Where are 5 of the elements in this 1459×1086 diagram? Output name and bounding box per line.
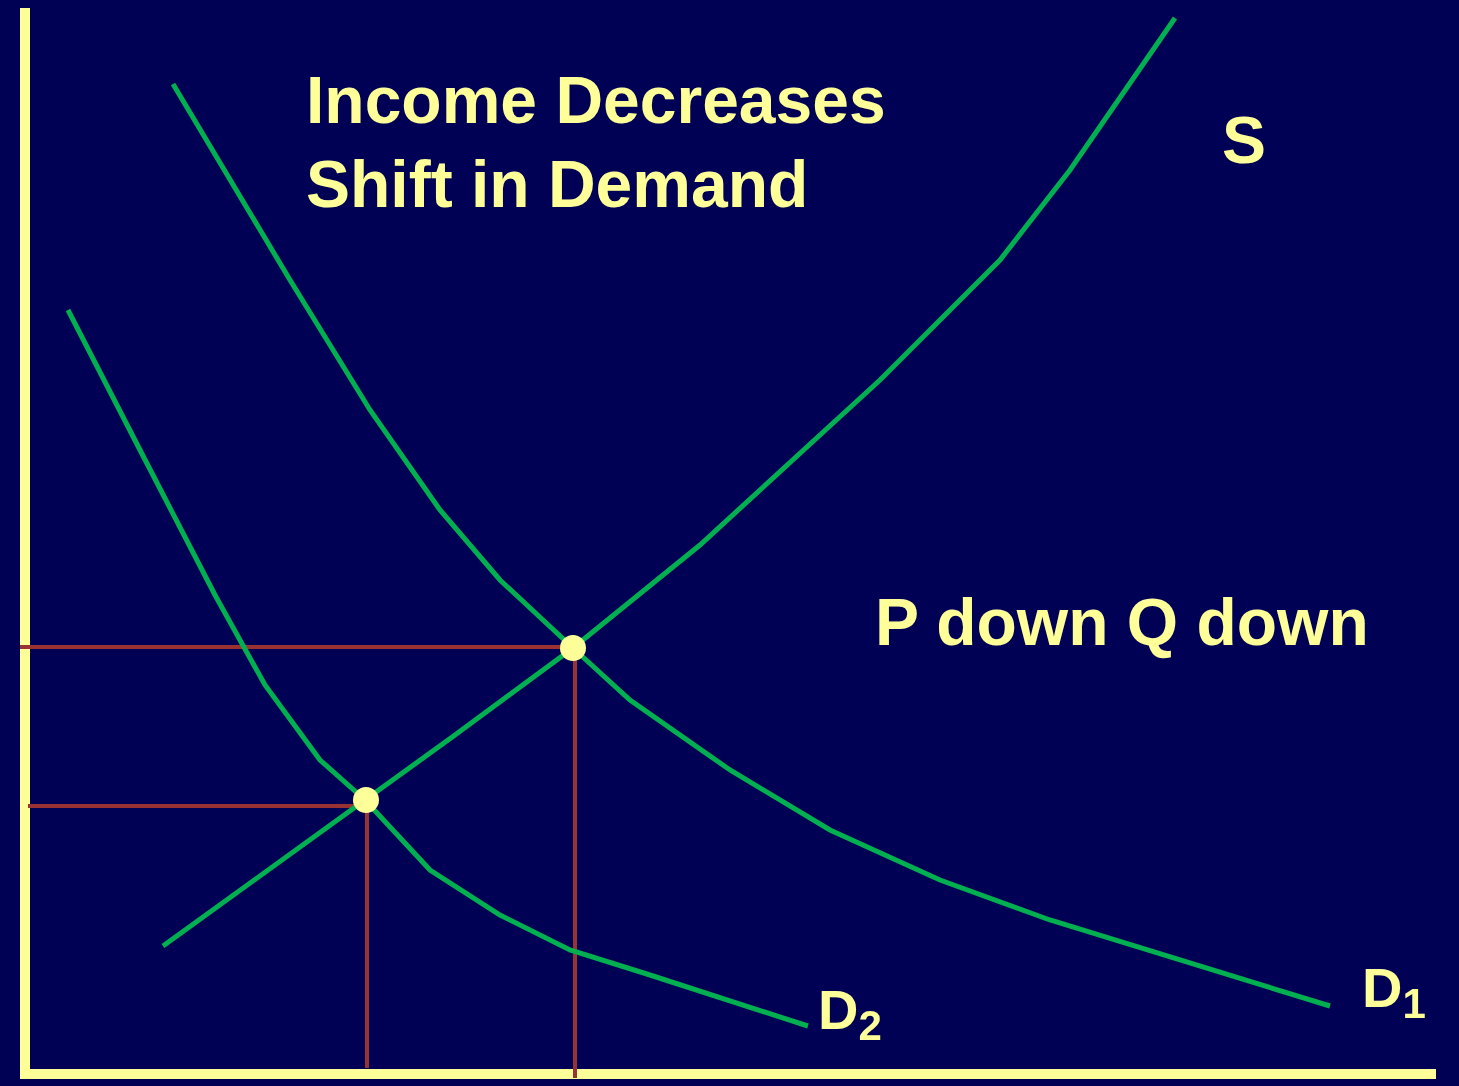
demand-label: D$_{1}$ <box>1361 955 1426 1028</box>
demand-label: D$_{2}$ <box>818 977 882 1050</box>
title: Income Decreases Shift in Demand <box>306 62 887 223</box>
note-text: P down Q down <box>875 584 1369 661</box>
supply-label: S <box>1222 102 1267 179</box>
